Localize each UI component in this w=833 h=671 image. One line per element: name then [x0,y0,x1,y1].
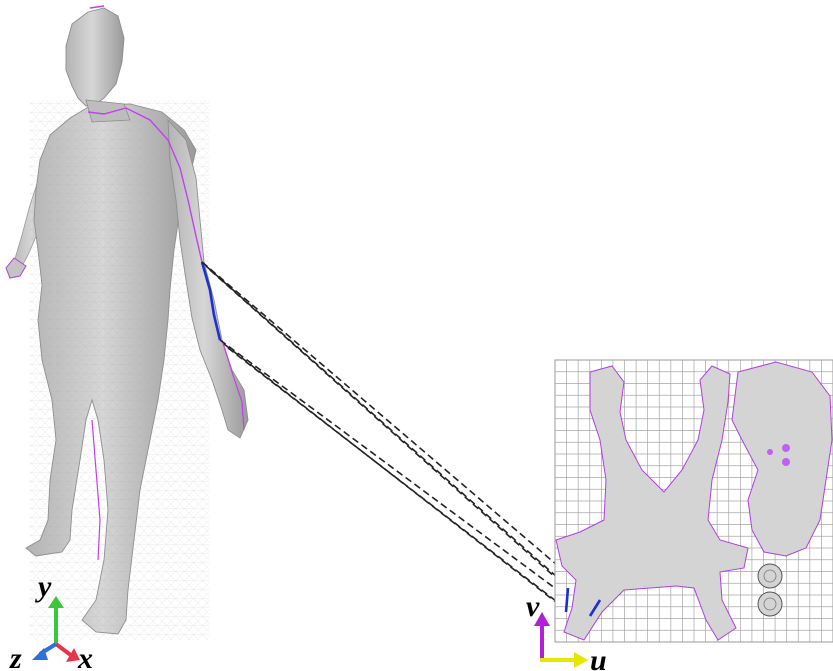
u-arrowhead-icon [574,652,588,668]
uv-layout [555,360,833,642]
y-axis-label: y [35,570,52,603]
x-axis-arrow [56,644,72,656]
uv-eye-2 [782,458,790,466]
correspondence-lines [202,262,598,620]
uv-island-circle-2 [758,592,782,616]
mesh-head [66,8,124,106]
uv-eye-3 [767,449,773,455]
seam-head [90,6,104,8]
z-axis-label: z [9,642,22,671]
u-axis-label: u [590,644,607,671]
uv-island-circle-1 [758,564,782,588]
uv-eye-1 [782,444,790,452]
x-axis-label: x [77,642,93,671]
human-mesh-3d [6,6,248,640]
v-axis-label: v [526,590,540,623]
